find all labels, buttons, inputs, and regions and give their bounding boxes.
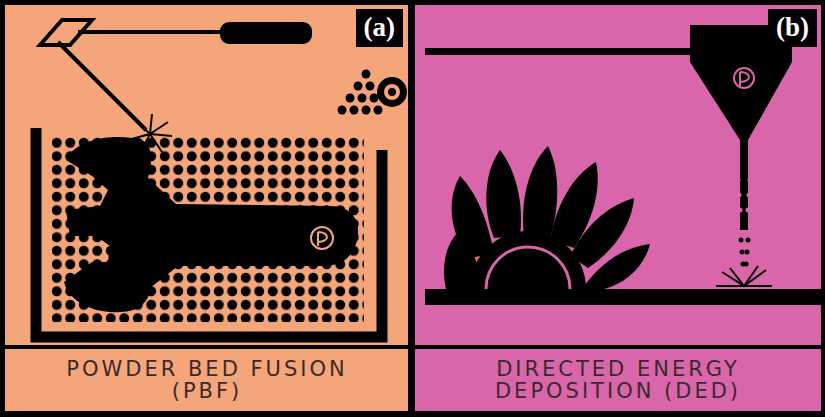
process-panel: (b) DIRECTED ENERGY DEPOSITION (DED) bbox=[415, 5, 821, 411]
pbf-panel-ground bbox=[5, 5, 408, 345]
panel-tag: (a) bbox=[356, 9, 403, 47]
recoater-roller bbox=[338, 70, 408, 115]
impeller-hub bbox=[486, 247, 570, 289]
powder-stream bbox=[734, 148, 755, 213]
wrench-part bbox=[64, 137, 358, 312]
build-chamber bbox=[36, 128, 382, 337]
impeller-part bbox=[444, 146, 650, 289]
panel-caption: POWDER BED FUSION (PBF) bbox=[57, 358, 357, 402]
process-panel: (a) POWDER BED FUSION (PBF) bbox=[5, 5, 408, 411]
powder-stream-below bbox=[739, 238, 751, 267]
substrate bbox=[425, 289, 821, 305]
powder-bed bbox=[52, 136, 364, 322]
ded-nozzle bbox=[425, 25, 792, 230]
pbf-caption-band bbox=[5, 349, 408, 411]
ded-panel-ground bbox=[415, 5, 821, 345]
panel-caption: DIRECTED ENERGY DEPOSITION (DED) bbox=[453, 358, 783, 402]
ded-caption-band bbox=[415, 349, 821, 411]
panel-tag: (b) bbox=[768, 9, 817, 47]
pbf-laser bbox=[40, 20, 312, 154]
melt-spark bbox=[716, 266, 772, 286]
